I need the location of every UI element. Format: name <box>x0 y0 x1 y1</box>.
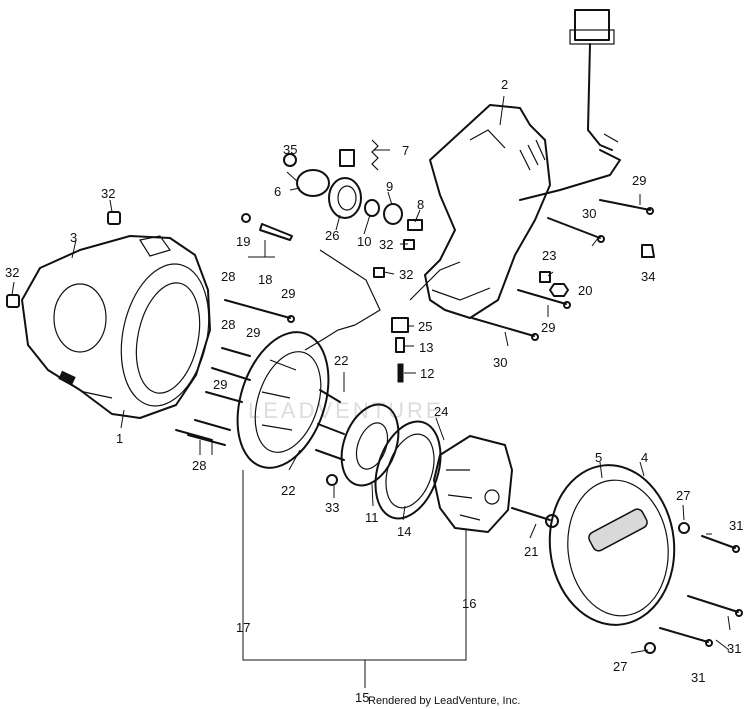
callout-15: 15 <box>355 690 369 705</box>
callout-13: 13 <box>419 340 433 355</box>
callout-9: 9 <box>386 179 393 194</box>
callout-19: 19 <box>236 234 250 249</box>
upper-bracket <box>519 9 621 201</box>
callout-8: 8 <box>417 197 424 212</box>
callout-29-c: 29 <box>213 377 227 392</box>
callout-27-lower: 27 <box>613 659 627 674</box>
leader-lines <box>11 95 731 654</box>
callout-6: 6 <box>274 184 281 199</box>
callout-29-e: 29 <box>541 320 555 335</box>
callout-1: 1 <box>116 431 123 446</box>
callout-27-upper: 27 <box>676 488 690 503</box>
callout-32-b: 32 <box>5 265 19 280</box>
crankcase-cover <box>21 235 211 419</box>
callout-17: 17 <box>236 620 250 635</box>
callout-29-b: 29 <box>246 325 260 340</box>
callout-7: 7 <box>402 143 409 158</box>
callout-28-c: 28 <box>192 458 206 473</box>
callout-18: 18 <box>258 272 272 287</box>
callout-28-b: 28 <box>221 317 235 332</box>
callout-31-lower: 31 <box>691 670 705 685</box>
callout-30-upper: 30 <box>582 206 596 221</box>
callout-26: 26 <box>325 228 339 243</box>
callout-5: 5 <box>595 450 602 465</box>
callout-23: 23 <box>542 248 556 263</box>
callout-31-mid: 31 <box>727 641 741 656</box>
callout-3: 3 <box>70 230 77 245</box>
callout-25: 25 <box>418 319 432 334</box>
stator-ring <box>236 331 330 469</box>
bolts <box>175 199 743 647</box>
rotor-16 <box>433 435 513 533</box>
callout-4: 4 <box>641 450 648 465</box>
main-housing <box>424 104 551 319</box>
callout-12: 12 <box>420 366 434 381</box>
credit-text: Rendered by LeadVenture, Inc. <box>368 695 520 707</box>
callout-10: 10 <box>357 234 371 249</box>
callout-2: 2 <box>501 77 508 92</box>
small-parts <box>6 139 690 654</box>
callout-20: 20 <box>578 283 592 298</box>
callout-16: 16 <box>462 596 476 611</box>
callout-32-a: 32 <box>101 186 115 201</box>
callout-31-upper: 31 <box>729 518 743 533</box>
callout-labels: 1 2 3 4 5 6 7 8 9 10 11 12 13 14 15 16 1… <box>5 77 743 705</box>
callout-32-d: 32 <box>399 267 413 282</box>
gasket-14 <box>374 420 442 520</box>
callout-22-upper: 22 <box>334 353 348 368</box>
callout-29-a: 29 <box>281 286 295 301</box>
callout-21: 21 <box>524 544 538 559</box>
callout-11: 11 <box>365 510 379 525</box>
assembly-brackets <box>199 240 467 688</box>
callout-35: 35 <box>283 142 297 157</box>
outer-cover <box>548 464 676 626</box>
wiring <box>304 249 461 351</box>
callout-22-lower: 22 <box>281 483 295 498</box>
plate-11 <box>340 403 400 487</box>
callout-33: 33 <box>325 500 339 515</box>
callout-29-d: 29 <box>632 173 646 188</box>
callout-14: 14 <box>397 524 411 539</box>
callout-34: 34 <box>641 269 655 284</box>
callout-32-c: 32 <box>379 237 393 252</box>
callout-24: 24 <box>434 404 448 419</box>
watermark-text: LEADVENTURE <box>248 398 444 423</box>
callout-28-a: 28 <box>221 269 235 284</box>
callout-30-lower: 30 <box>493 355 507 370</box>
